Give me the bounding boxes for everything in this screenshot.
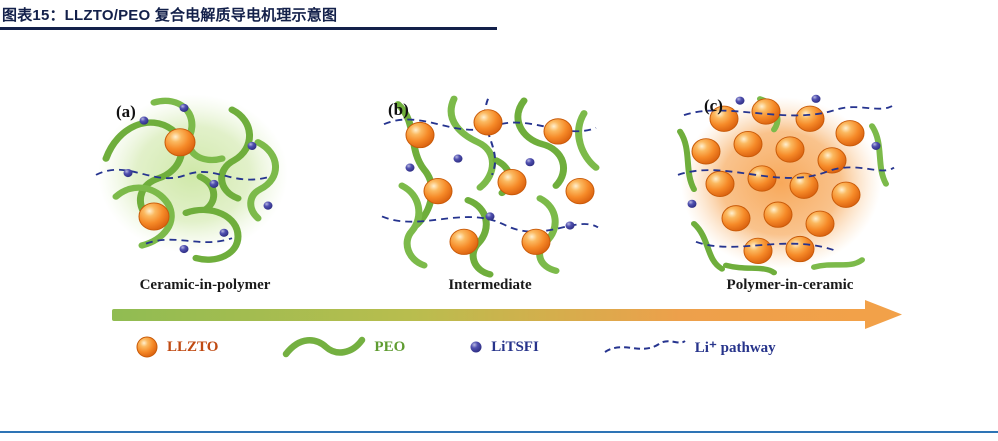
li-pathway-dashed [677, 105, 895, 252]
li-pathway-dashed [95, 168, 271, 245]
panel-c-caption: Polymer-in-ceramic [726, 277, 854, 293]
llzto-particles [138, 128, 196, 231]
panel-b-label: (b) [388, 100, 409, 119]
litsfi-dots [405, 154, 575, 230]
legend-label-litsfi: LiTSFI [491, 338, 539, 355]
llzto-particles [405, 109, 595, 255]
legend-label-li-pathway: Li⁺ pathway [694, 339, 776, 356]
llzto-particles [691, 98, 865, 264]
litsfi-dots [687, 94, 881, 208]
figure-title: 图表15：LLZTO/PEO 复合电解质导电机理示意图 [2, 7, 338, 24]
llzto-sphere-icon [136, 336, 158, 358]
panel-c-label: (c) [704, 96, 723, 115]
panel-b-illustration [381, 95, 600, 278]
panel-a-label: (a) [116, 102, 136, 121]
legend-label-peo: PEO [374, 338, 406, 355]
peo-chain-icon [283, 336, 366, 358]
litsfi-dots [123, 103, 273, 254]
title-underline [0, 27, 497, 30]
panel-a-caption: Ceramic-in-polymer [139, 277, 271, 293]
litsfi-dot-icon [470, 341, 482, 353]
panel-b-caption: Intermediate [448, 277, 532, 293]
li-pathway-icon [604, 340, 686, 353]
panel-a-illustration [95, 94, 288, 263]
gradient-transition-arrow [112, 300, 902, 329]
legend-item-llzto: LLZTO [135, 335, 218, 359]
legend-item-li-pathway: Li⁺ pathway [603, 336, 776, 358]
bottom-divider [0, 431, 998, 433]
legend-item-peo: PEO [282, 334, 405, 360]
legend: LLZTO PEO LiTSFI Li⁺ pathway [135, 330, 855, 364]
legend-item-litsfi: LiTSFI [469, 339, 539, 356]
panel-c-illustration [677, 94, 895, 276]
legend-label-llzto: LLZTO [167, 338, 219, 355]
